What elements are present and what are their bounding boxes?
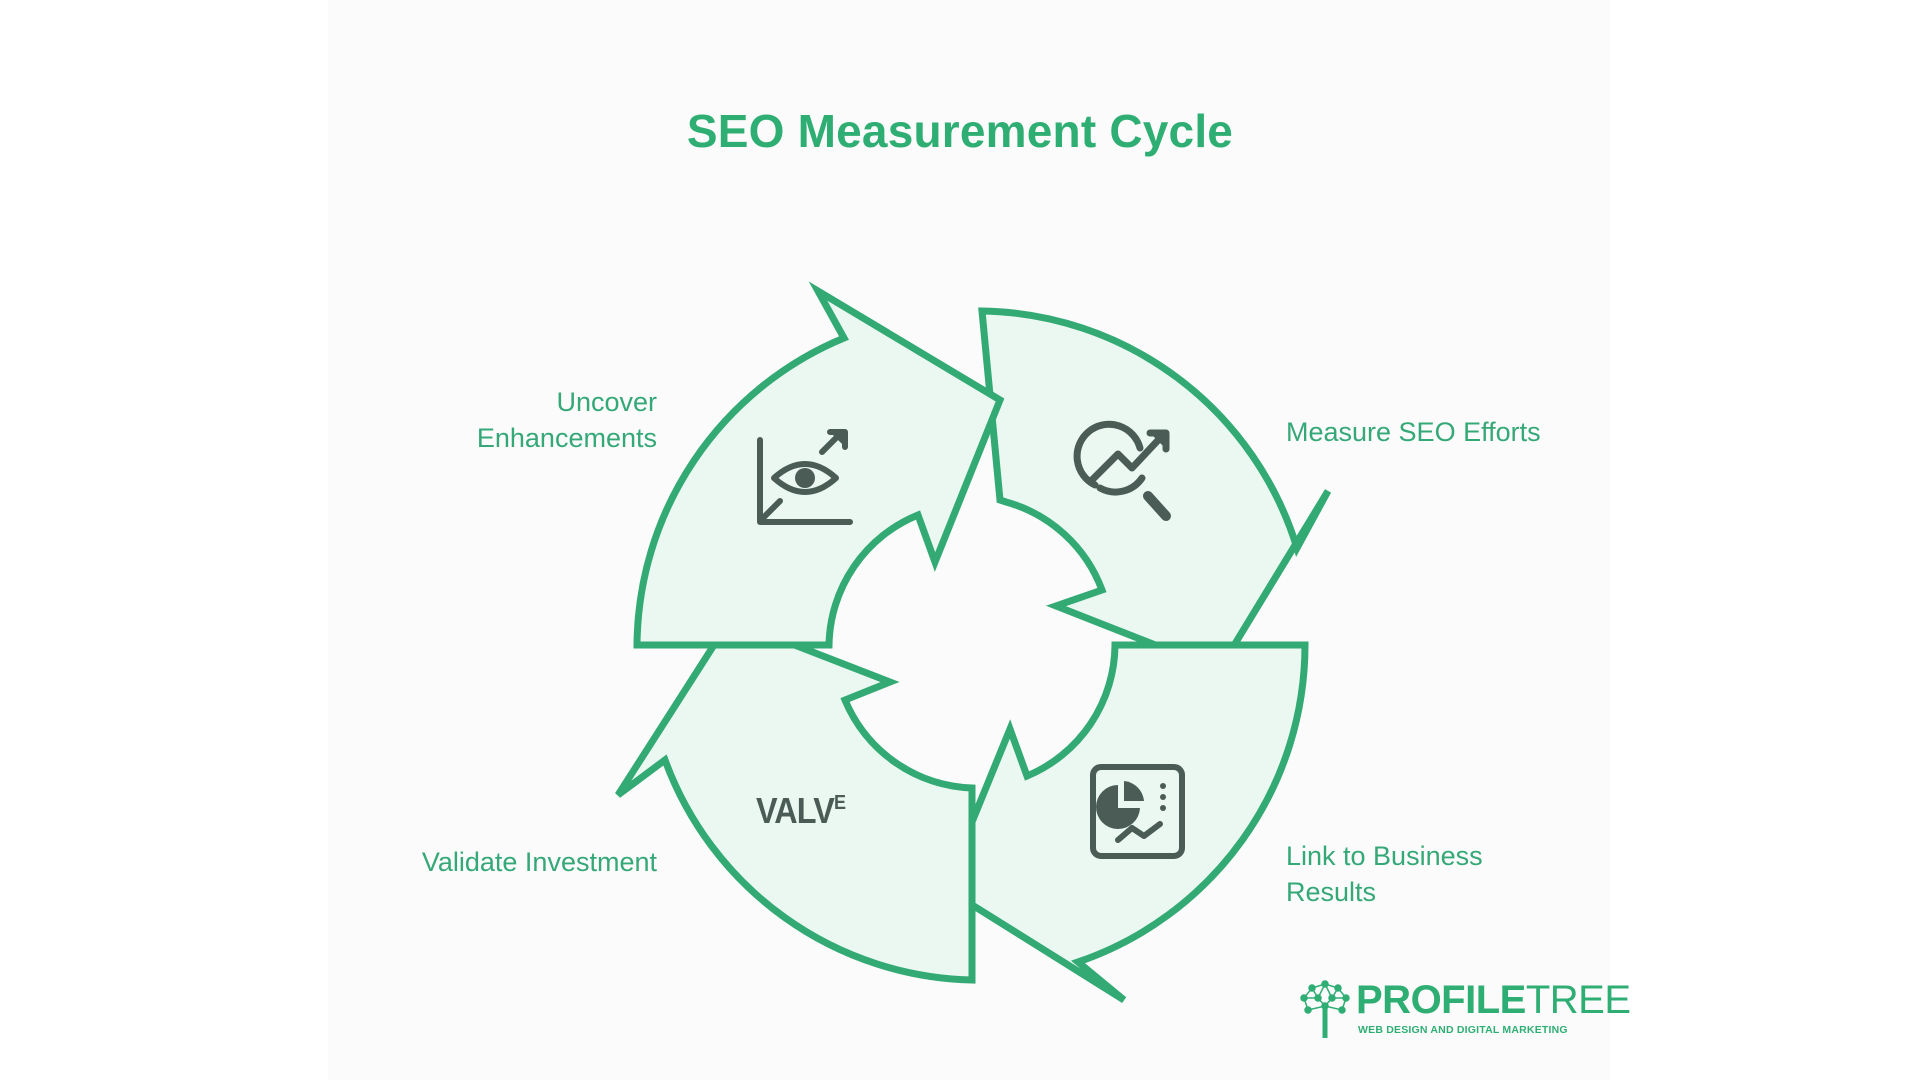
cycle-arrow-measure: [978, 307, 1332, 675]
eye-insight-icon: [757, 429, 853, 525]
label-measure-seo-efforts: Measure SEO Efforts: [1286, 417, 1541, 447]
value-text-icon: VALVE: [756, 790, 846, 832]
diagram-title: SEO Measurement Cycle: [686, 105, 1234, 157]
dashboard-chart-icon: [1090, 764, 1185, 859]
profiletree-logo: PROFILETREE WEB DESIGN AND DIGITAL MARKE…: [1298, 978, 1631, 1040]
label-uncover-enhancements: Uncover Enhancements: [476, 387, 657, 453]
tree-icon: [1300, 980, 1350, 1038]
search-trend-icon: [1073, 420, 1171, 521]
cycle-arrow-validate: [615, 615, 976, 984]
value-text-sup: E: [834, 792, 846, 814]
value-text-main: VALV: [756, 790, 835, 831]
logo-name: PROFILETREE: [1356, 978, 1631, 1022]
logo-tagline: WEB DESIGN AND DIGITAL MARKETING: [1358, 1024, 1568, 1036]
label-validate-investment: Validate Investment: [421, 847, 657, 877]
label-link-to-business-results: Link to Business Results: [1286, 841, 1483, 907]
